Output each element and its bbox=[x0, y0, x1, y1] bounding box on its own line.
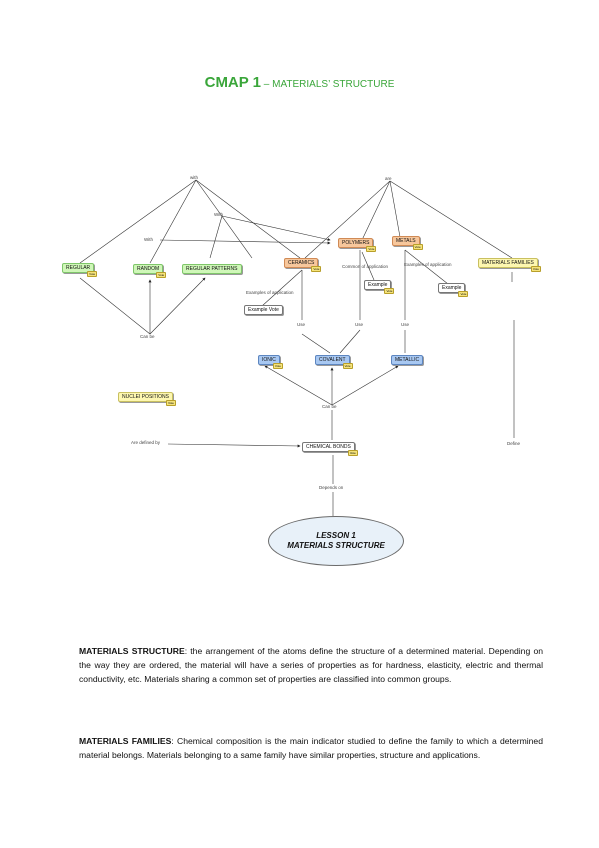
node-example-ceramic-label: Example Vote bbox=[248, 307, 279, 313]
vote-badge: Vote bbox=[272, 363, 283, 369]
link-label-are-top: are bbox=[385, 176, 392, 181]
node-polymers-label: POLYMERS bbox=[342, 240, 370, 246]
page-title: CMAP 1 – MATERIALS’ STRUCTURE bbox=[0, 74, 599, 92]
materials-families-paragraph: MATERIALS FAMILIES: Chemical composition… bbox=[79, 734, 543, 762]
materials-structure-paragraph: MATERIALS STRUCTURE: the arrangement of … bbox=[79, 644, 543, 687]
node-ceramics-label: CERAMICS bbox=[288, 260, 315, 266]
node-example-metal[interactable]: Example Vote bbox=[438, 283, 469, 297]
node-materials-families-label: MATERIALS FAMILIES bbox=[482, 260, 534, 266]
node-ceramics[interactable]: CERAMICS Vote bbox=[284, 258, 322, 272]
node-nuclei-positions-label: NUCLEI POSITIONS bbox=[122, 394, 169, 400]
link-label-with-left: With bbox=[144, 237, 153, 242]
node-chemical-bonds-label: CHEMICAL BONDS bbox=[306, 444, 351, 450]
node-example-polymer[interactable]: Example Vote bbox=[364, 280, 395, 294]
node-materials-families[interactable]: MATERIALS FAMILIES Vote bbox=[478, 258, 541, 272]
link-label-use-3: Use bbox=[401, 322, 410, 327]
vote-badge: Vote bbox=[366, 246, 377, 252]
node-random-label: RANDOM bbox=[137, 266, 160, 272]
link-label-define: Define bbox=[507, 441, 521, 446]
materials-structure-text: : the arrangement of the atoms define th… bbox=[79, 646, 543, 685]
link-label-are-defined-by: Are defined by bbox=[131, 440, 161, 445]
link-label-use-1: Use bbox=[297, 322, 306, 327]
link-label-examples-application: Examples of application bbox=[246, 290, 294, 295]
node-chemical-bonds[interactable]: CHEMICAL BONDS Vote bbox=[302, 442, 358, 456]
link-label-can-be-2: Can be bbox=[322, 404, 337, 409]
node-ionic[interactable]: IONIC Vote bbox=[258, 355, 283, 369]
materials-families-text: : Chemical composition is the main indic… bbox=[79, 736, 543, 761]
vote-badge: Vote bbox=[384, 288, 395, 294]
node-covalent-label: COVALENT bbox=[319, 357, 346, 363]
link-label-depends-on: Depends on bbox=[319, 485, 344, 490]
vote-badge: Vote bbox=[347, 450, 358, 456]
node-regular-patterns-label: REGULAR PATTERNS bbox=[186, 266, 238, 272]
vote-badge: Vote bbox=[458, 291, 469, 297]
node-ionic-label: IONIC bbox=[262, 357, 276, 363]
vote-badge: Vote bbox=[412, 244, 423, 250]
node-metallic-label: METALLIC bbox=[395, 357, 420, 363]
node-metals[interactable]: METALS Vote bbox=[392, 236, 423, 250]
link-label-examples-application-2: Examples of application bbox=[404, 262, 452, 267]
node-regular[interactable]: REGULAR Vote bbox=[62, 263, 98, 277]
vote-badge: Vote bbox=[87, 271, 98, 277]
node-polymers[interactable]: POLYMERS Vote bbox=[338, 238, 377, 252]
node-metallic[interactable]: METALLIC bbox=[391, 355, 424, 365]
node-regular-label: REGULAR bbox=[66, 265, 91, 271]
node-example-polymer-label: Example bbox=[368, 282, 388, 288]
node-nuclei-positions[interactable]: NUCLEI POSITIONS Vote bbox=[118, 392, 176, 406]
node-covalent[interactable]: COVALENT Vote bbox=[315, 355, 353, 369]
lesson-title: LESSON 1 bbox=[316, 531, 356, 540]
node-metals-label: METALS bbox=[396, 238, 416, 244]
link-label-with-mid: With bbox=[214, 212, 223, 217]
link-label-with-top: with bbox=[190, 175, 199, 180]
node-regular-patterns[interactable]: REGULAR PATTERNS bbox=[182, 264, 242, 274]
materials-structure-term: MATERIALS STRUCTURE bbox=[79, 646, 185, 656]
vote-badge: Vote bbox=[530, 266, 541, 272]
materials-families-term: MATERIALS FAMILIES bbox=[79, 736, 172, 746]
title-main: CMAP 1 bbox=[204, 74, 262, 91]
link-label-can-be: Can be bbox=[140, 334, 155, 339]
node-random[interactable]: RANDOM Vote bbox=[133, 264, 167, 278]
vote-badge: Vote bbox=[165, 400, 176, 406]
link-label-use-2: Use bbox=[355, 322, 364, 327]
node-example-ceramic[interactable]: Example Vote bbox=[244, 305, 283, 315]
link-label-common-application: Common of application bbox=[342, 264, 389, 269]
node-example-metal-label: Example bbox=[442, 285, 462, 291]
vote-badge: Vote bbox=[156, 272, 167, 278]
lesson-node[interactable]: LESSON 1 MATERIALS STRUCTURE bbox=[268, 516, 404, 566]
vote-badge: Vote bbox=[311, 266, 322, 272]
vote-badge: Vote bbox=[342, 363, 353, 369]
title-sub: – MATERIALS’ STRUCTURE bbox=[261, 79, 395, 90]
lesson-subtitle: MATERIALS STRUCTURE bbox=[287, 541, 385, 550]
